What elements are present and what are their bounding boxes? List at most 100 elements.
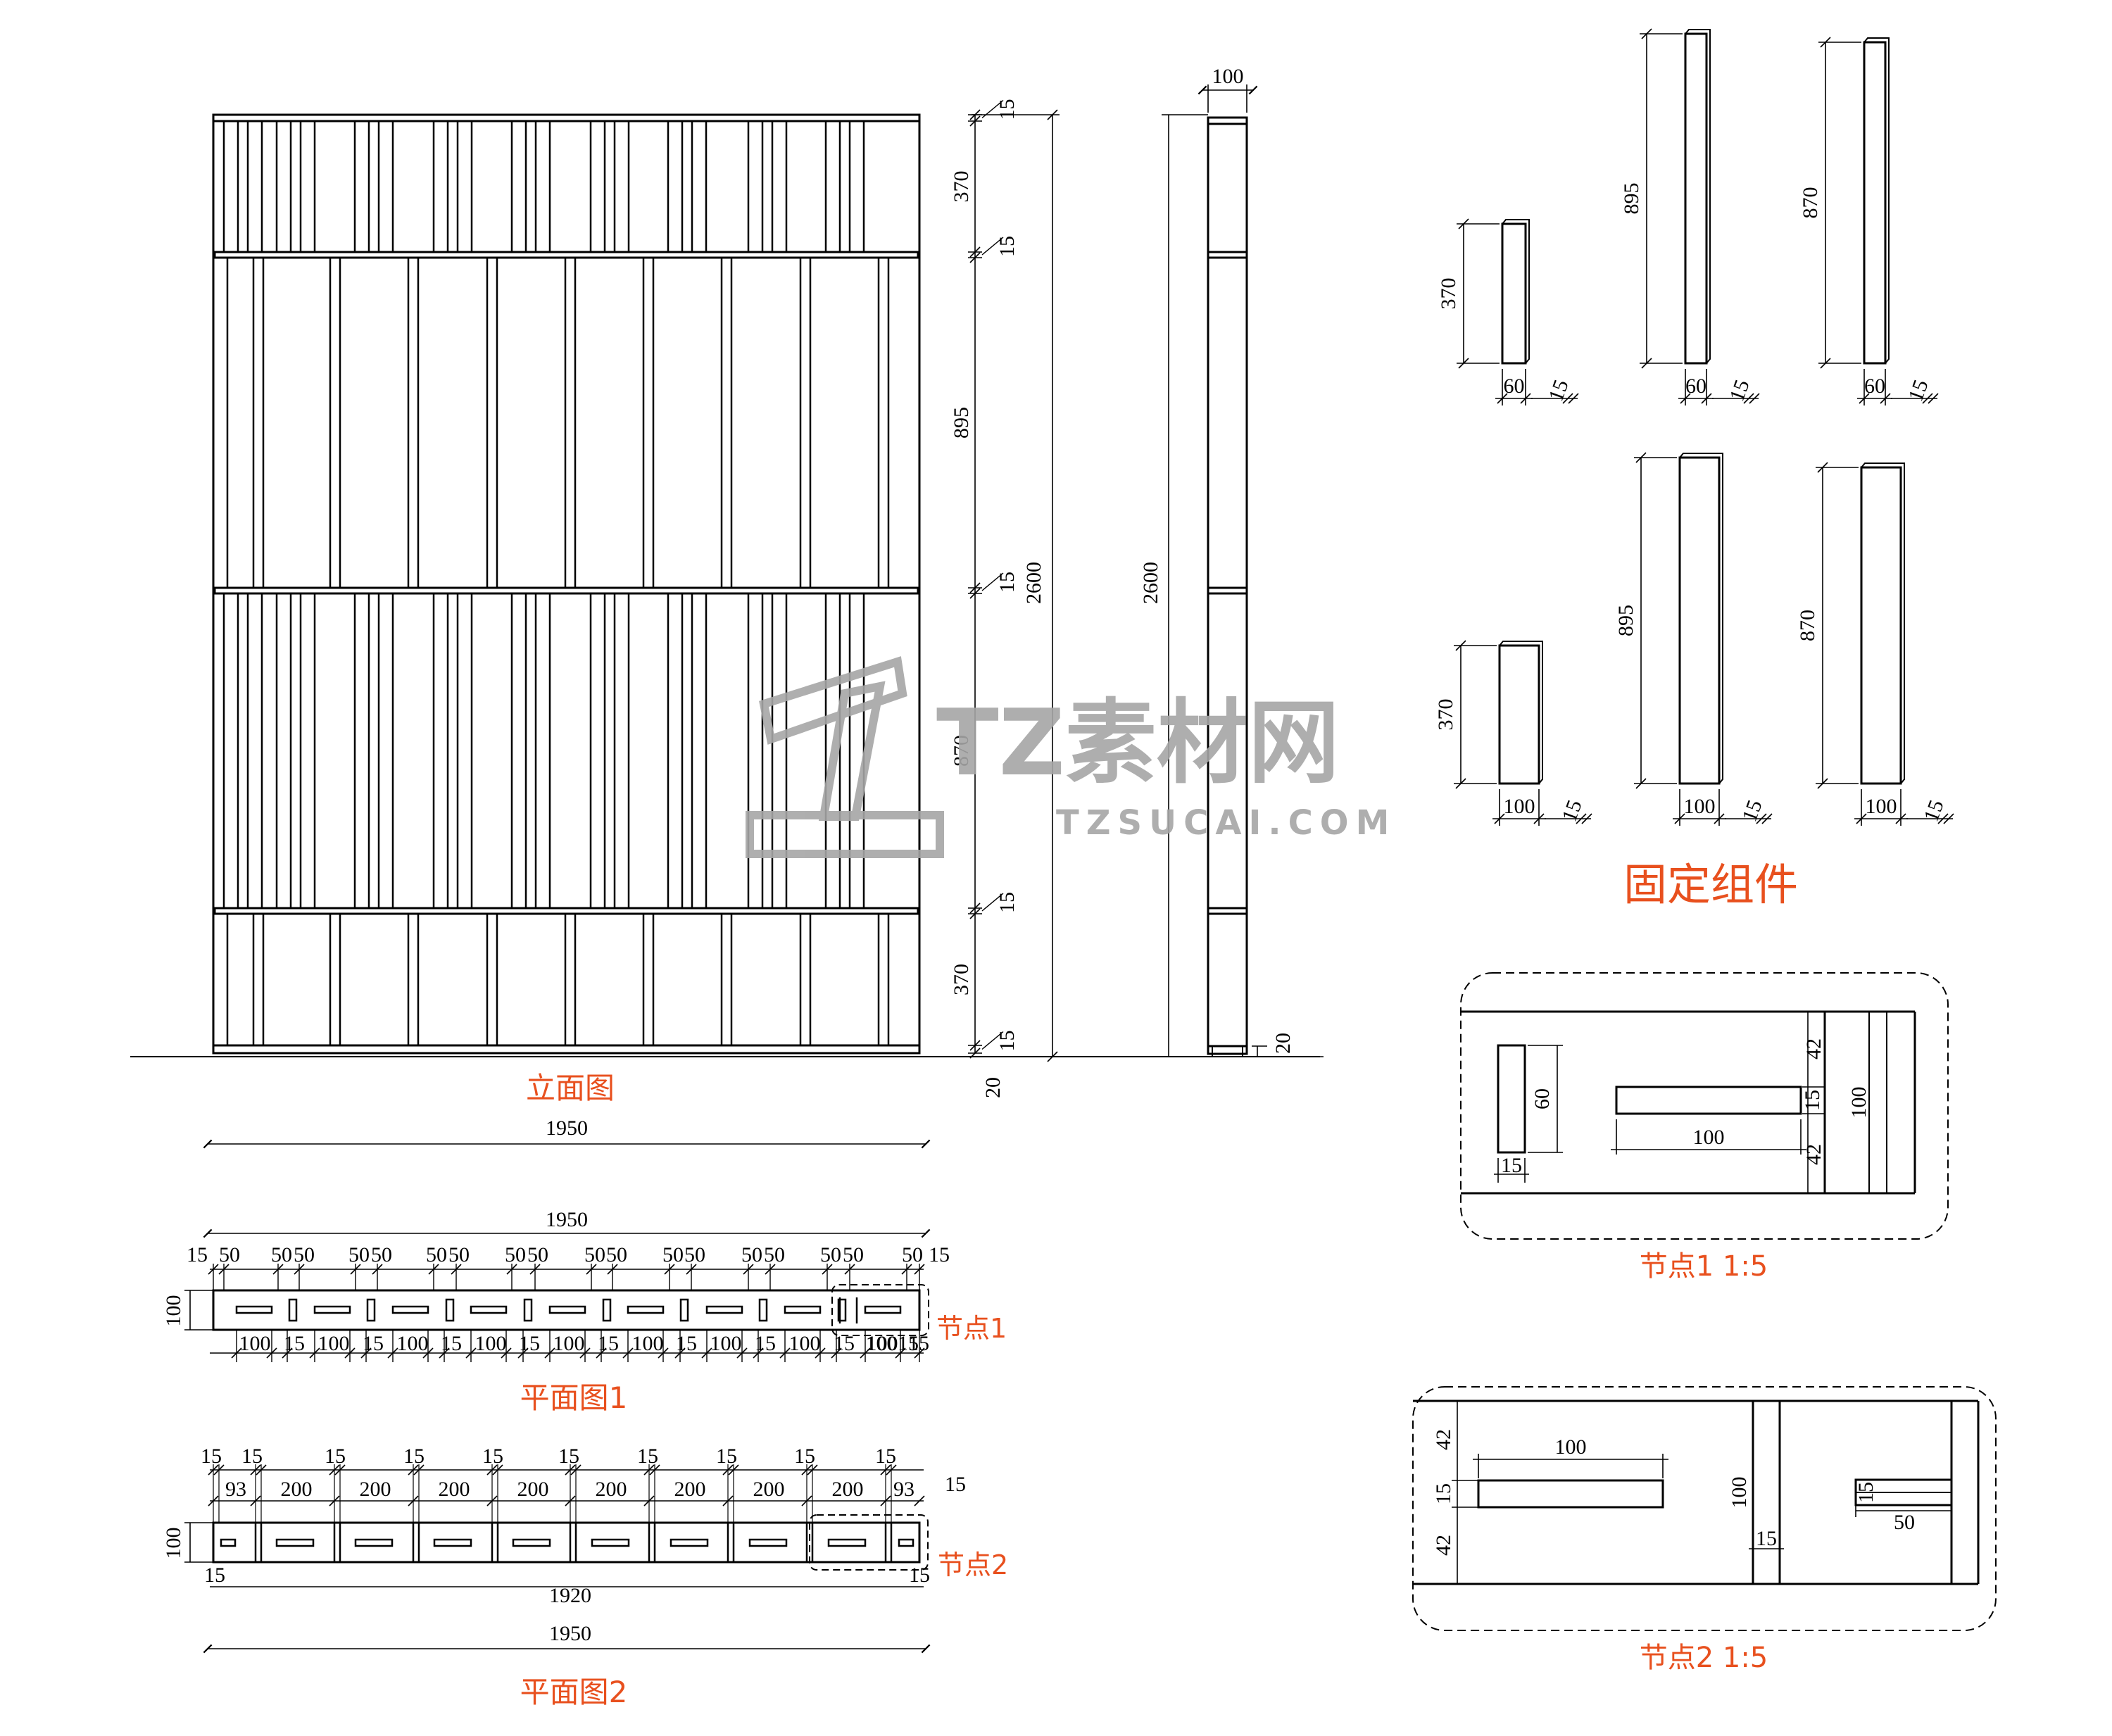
plan1-rail	[627, 1305, 665, 1314]
elevation-dim-0: 15	[995, 99, 1019, 120]
rail-1	[213, 251, 919, 259]
component-width: 60	[1504, 375, 1525, 398]
plan2-segment-label: 200	[674, 1478, 706, 1501]
plan2-joint-label: 15	[482, 1445, 503, 1468]
plan1-slat	[445, 1298, 455, 1322]
plan1-top-label: 50	[764, 1243, 785, 1266]
plan1-top-label: 50	[606, 1243, 627, 1266]
plan1-rail	[548, 1305, 586, 1314]
plan1-top-label: 50	[448, 1243, 470, 1266]
plan2-segment-label: 200	[596, 1478, 627, 1501]
node2-detail-title: 节点2 1:5	[1640, 1642, 1768, 1674]
component-width: 100	[1504, 795, 1535, 818]
node2-detail: 100 42 15 42 100 15 15 50	[1412, 1386, 1997, 1631]
component-depth: 15	[1737, 797, 1766, 824]
plan2-rail	[827, 1538, 867, 1547]
svg-text:1950: 1950	[546, 1117, 588, 1140]
node1-detail: 60 15 100 15 42 42 100	[1460, 972, 1949, 1240]
plan2-depth: 100	[162, 1528, 185, 1559]
side-width: 100	[1212, 65, 1244, 88]
plan1-bottom-label: 100	[789, 1332, 821, 1355]
plan2-edge-left: 15	[204, 1564, 225, 1587]
node2-rail-width: 100	[1555, 1435, 1587, 1459]
plan2-rail	[433, 1538, 472, 1547]
elevation-dim-8: 15	[995, 1031, 1019, 1052]
node2-callout	[809, 1514, 929, 1571]
node2-tab-thickness: 15	[1854, 1482, 1878, 1503]
plan2-overall: 1950	[549, 1622, 591, 1645]
slat-narrow	[838, 120, 851, 253]
node2-tab-width: 50	[1894, 1511, 1915, 1534]
plan1-bottom-label: 100	[553, 1332, 585, 1355]
node1-depth: 100	[1847, 1087, 1871, 1119]
node1-detail-title: 节点1 1:5	[1640, 1250, 1768, 1283]
plan1-rail	[784, 1305, 822, 1314]
plan2-joint-label: 15	[403, 1445, 425, 1468]
plan1-bottom-label: 100	[318, 1332, 350, 1355]
plan2-segment-label: 200	[360, 1478, 391, 1501]
node2-gap-bottom: 42	[1432, 1535, 1455, 1556]
plan1-rail	[391, 1305, 429, 1314]
plan1-bottom-label: 15	[598, 1332, 619, 1355]
plan2-segment-label: 200	[517, 1478, 549, 1501]
component-height: 895	[1620, 183, 1643, 215]
plan1-bottom-label: 15	[755, 1332, 776, 1355]
node1-gap-top: 42	[1802, 1038, 1825, 1059]
plan1-top-label: 15	[929, 1243, 950, 1266]
component-width: 60	[1864, 375, 1885, 398]
slat-narrow	[446, 592, 459, 910]
plan1-slat	[679, 1298, 689, 1322]
component-depth: 15	[1919, 797, 1948, 824]
plan2-rail	[591, 1538, 630, 1547]
plan2-segment-label: 93	[225, 1478, 246, 1501]
plan2-joint-label: 15	[325, 1445, 346, 1468]
elevation-dim-4: 15	[995, 572, 1019, 593]
plan1-top-label: 50	[662, 1243, 684, 1266]
slat-narrow	[237, 120, 249, 253]
component-width: 100	[1866, 795, 1897, 818]
node1-gap-bottom: 42	[1802, 1144, 1825, 1165]
plan1-rail	[864, 1305, 902, 1314]
elevation-dim-3: 895	[950, 407, 973, 439]
plan2-segment-label: 200	[832, 1478, 864, 1501]
plan2-joint-label: 15	[794, 1445, 815, 1468]
elevation-title: 立面图	[526, 1071, 615, 1105]
plan1-bottom-label: 15	[363, 1332, 384, 1355]
node1-callout	[831, 1284, 929, 1336]
component-width: 100	[1684, 795, 1716, 818]
component-width: 60	[1685, 375, 1706, 398]
plan1-top-label: 50	[271, 1243, 292, 1266]
components-title: 固定组件	[1623, 859, 1798, 910]
side-view: 2600 100 20	[1139, 65, 1324, 1057]
plan1-slat	[837, 1298, 847, 1322]
slat-narrow	[681, 592, 693, 910]
plan2-rail	[512, 1538, 551, 1547]
component-height: 370	[1434, 699, 1457, 731]
plan1-top-label: 50	[684, 1243, 705, 1266]
plan2-segment-label: 200	[281, 1478, 313, 1501]
plan1-rail	[705, 1305, 743, 1314]
node1-slat-width: 15	[1501, 1154, 1522, 1177]
slat-narrow	[761, 592, 774, 910]
plan1-bottom-label: 15	[519, 1332, 540, 1355]
plan1-top-label: 50	[426, 1243, 447, 1266]
plan1-top-label: 50	[294, 1243, 315, 1266]
vertical-slats	[222, 120, 890, 1045]
plan1-top-label: 50	[902, 1243, 923, 1266]
node2-depth: 100	[1728, 1477, 1751, 1509]
plan1-bottom-label: 100	[239, 1332, 271, 1355]
watermark-url: TZSUCAI.COM	[1056, 803, 1396, 843]
plan2-right-end: 15	[945, 1473, 966, 1496]
component-depth: 15	[1544, 377, 1573, 404]
node1-tag: 节点1	[936, 1313, 1007, 1344]
plan1-bottom-label: 15	[676, 1332, 697, 1355]
slat-narrow	[603, 592, 616, 910]
node2-rail-thickness: 15	[1432, 1483, 1455, 1504]
plan1-bottom-label: 15	[441, 1332, 462, 1355]
plan1-slat	[602, 1298, 612, 1322]
